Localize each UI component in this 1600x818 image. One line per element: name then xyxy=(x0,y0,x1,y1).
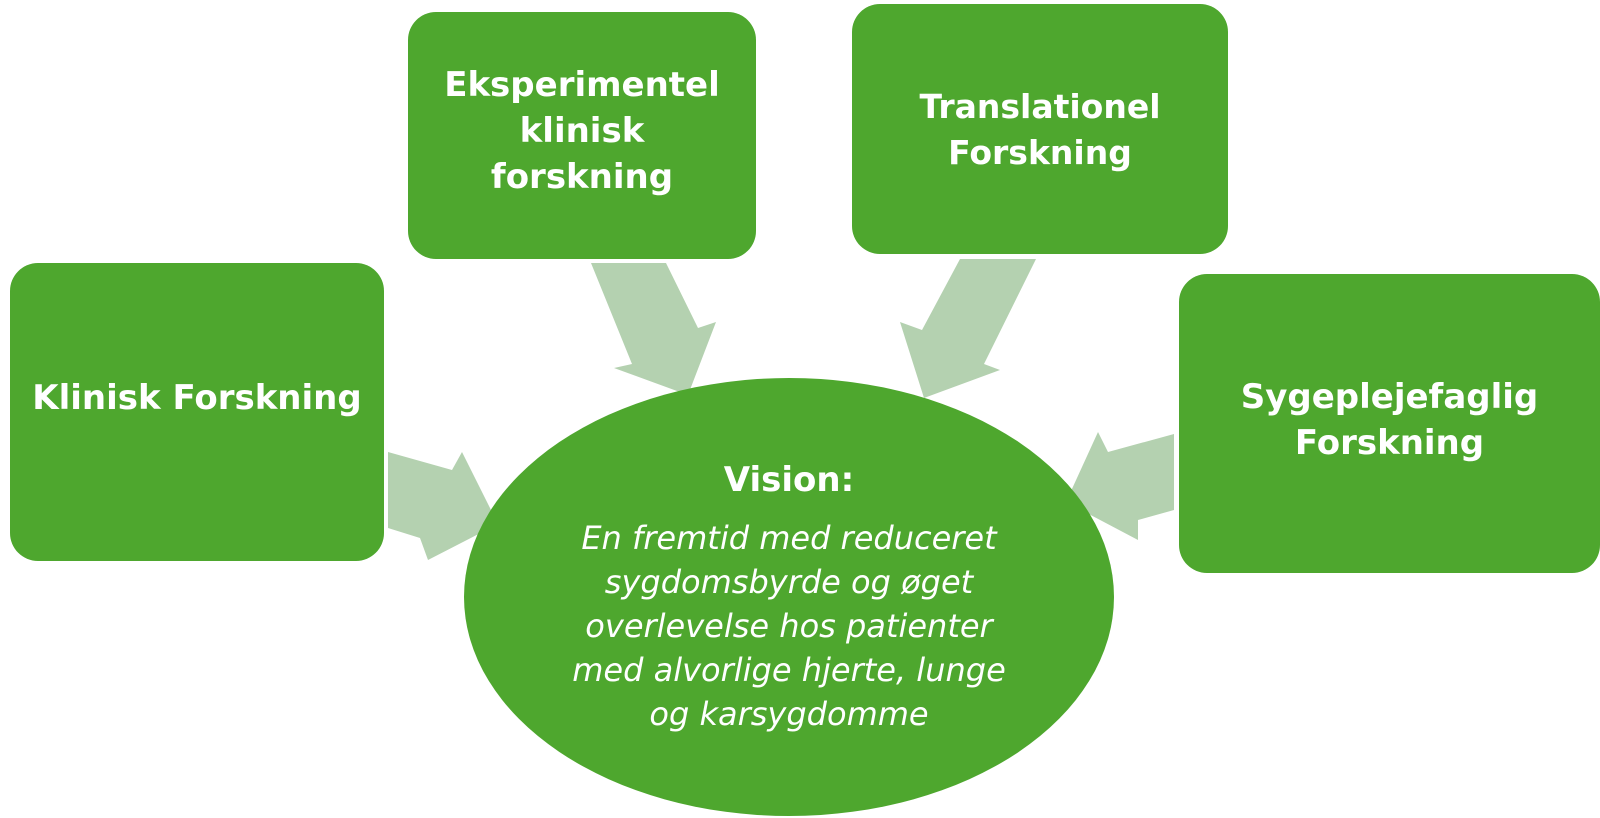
box-sygeplejefaglig-forskning: Sygeplejefaglig Forskning xyxy=(1179,274,1600,573)
arrow-klinisk-to-vision xyxy=(388,452,498,560)
box-translationel-forskning: Translationel Forskning xyxy=(852,4,1228,254)
box-sygepleje-label: Sygeplejefaglig Forskning xyxy=(1240,377,1539,463)
box-translationel-label: Translationel Forskning xyxy=(919,87,1161,172)
box-klinisk-label: Klinisk Forskning xyxy=(32,378,362,418)
arrow-sygepleje-to-vision xyxy=(1066,432,1174,540)
vision-title: Vision: xyxy=(723,460,855,500)
box-klinisk-forskning: Klinisk Forskning xyxy=(10,263,384,561)
arrow-eksperimentel-to-vision xyxy=(591,263,716,395)
arrow-translationel-to-vision xyxy=(900,259,1036,398)
vision-ellipse: Vision: En fremtid med reduceret sygdoms… xyxy=(464,378,1114,816)
box-eksperimentel-label: Eksperimentel klinisk forskning xyxy=(444,65,720,197)
vision-text: En fremtid med reduceret sygdomsbyrde og… xyxy=(572,519,1006,733)
box-eksperimentel-klinisk-forskning: Eksperimentel klinisk forskning xyxy=(408,12,756,259)
